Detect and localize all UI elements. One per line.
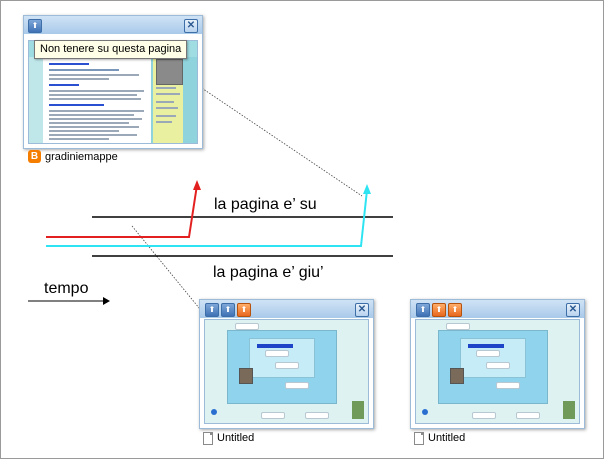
- pin-icon[interactable]: ⬆: [221, 303, 235, 317]
- bottom-right-thumbnail-caption: Untitled: [428, 432, 466, 444]
- close-icon[interactable]: ✕: [184, 19, 198, 33]
- pin-icon[interactable]: ⬆: [416, 303, 430, 317]
- file-icon: [203, 432, 213, 445]
- pin-icon[interactable]: ⬆: [205, 303, 219, 317]
- pinned-icon[interactable]: ⬆: [448, 303, 462, 317]
- cyan-arrowhead: [363, 184, 371, 194]
- bottom-left-thumbnail-window[interactable]: ⬆ ⬆ ⬆ ✕: [199, 299, 374, 429]
- thumbnail-toolbar: ⬆ ⬆ ⬆ ✕: [200, 300, 373, 318]
- preview-map: [352, 401, 364, 419]
- site-content: [43, 57, 151, 143]
- unpin-tooltip: Non tenere su questa pagina: [34, 40, 188, 59]
- thumbnail-toolbar: ⬆ ✕: [24, 16, 202, 34]
- thumbnail-toolbar: ⬆ ⬆ ⬆ ✕: [411, 300, 584, 318]
- top-thumbnail-window[interactable]: ⬆ ✕: [23, 15, 203, 149]
- top-thumbnail-caption: gradiniemappe: [45, 151, 118, 163]
- pinned-icon[interactable]: ⬆: [432, 303, 446, 317]
- close-icon[interactable]: ✕: [566, 303, 580, 317]
- red-path: [46, 184, 198, 238]
- time-label: tempo: [44, 280, 89, 297]
- cyan-path: [46, 189, 368, 247]
- preview-map: [563, 401, 575, 419]
- pinned-icon[interactable]: ⬆: [237, 303, 251, 317]
- page-up-label: la pagina e’ su: [214, 196, 317, 213]
- bottom-left-thumbnail-caption: Untitled: [217, 432, 255, 444]
- time-arrowhead: [103, 297, 110, 305]
- preview-photo: [239, 368, 253, 384]
- site-avatar: [156, 59, 183, 85]
- preview-dot: [211, 409, 217, 415]
- preview-photo: [450, 368, 464, 384]
- preview-dot: [422, 409, 428, 415]
- bottom-right-thumbnail-window[interactable]: ⬆ ⬆ ⬆ ✕: [410, 299, 585, 429]
- close-icon[interactable]: ✕: [355, 303, 369, 317]
- pin-icon[interactable]: ⬆: [28, 19, 42, 33]
- page-down-label: la pagina e’ giu’: [213, 264, 324, 281]
- page-preview: [204, 319, 369, 424]
- site-left-nav: [29, 57, 43, 143]
- page-preview: [415, 319, 580, 424]
- file-icon: [414, 432, 424, 445]
- connector-top-thumbnail: [171, 67, 363, 197]
- blogger-icon: B: [28, 150, 41, 163]
- red-arrowhead: [193, 180, 201, 190]
